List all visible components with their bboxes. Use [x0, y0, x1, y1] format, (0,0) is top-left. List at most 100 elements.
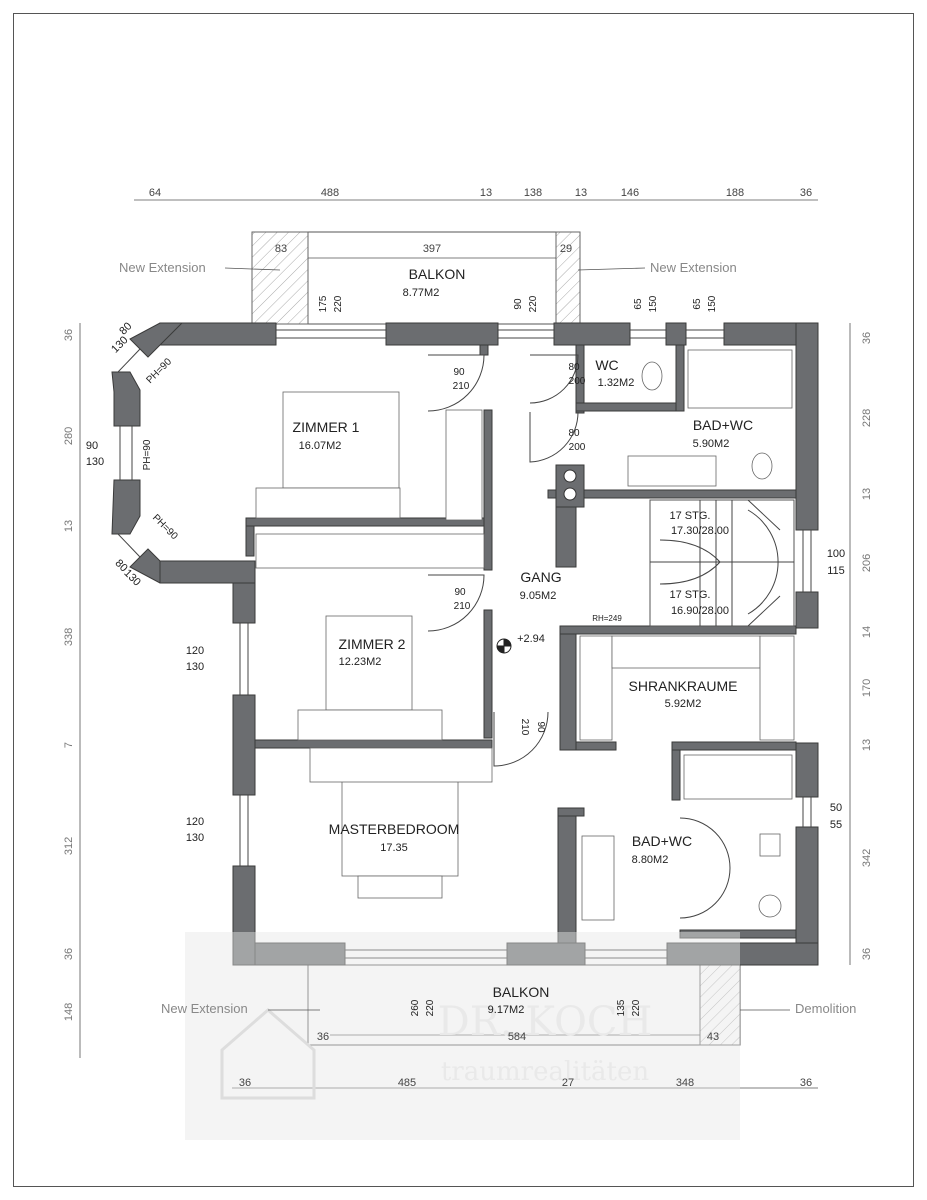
dimension-lines: [79, 199, 851, 1089]
room-area-masterbedroom: 17.35: [380, 842, 408, 854]
win-bay1-w: 80: [117, 320, 134, 337]
win-top2-w: 90: [513, 298, 524, 310]
right-dimensions: 36 228 13 206 14 170 13 342 36: [861, 332, 873, 960]
staircase: [649, 499, 795, 627]
dim-right-8: 342: [861, 849, 873, 867]
dim-right-5: 14: [861, 626, 873, 638]
note-new-extension-bottom: New Extension: [161, 1001, 248, 1016]
win-bad2-h: 55: [830, 819, 842, 831]
outer-walls: [111, 322, 819, 966]
dim-left-3: 13: [63, 520, 75, 532]
dim-balcony-bottom-3: 43: [707, 1031, 719, 1043]
win-bay2-h: 130: [86, 456, 104, 468]
stair-rh: RH=249: [592, 614, 622, 623]
interior-walls: [245, 344, 797, 944]
room-name-wc: WC: [595, 357, 618, 373]
door-wc-h: 200: [569, 376, 586, 387]
dim-right-9: 36: [861, 948, 873, 960]
drawing-frame: [13, 13, 914, 1187]
win-stair-h: 115: [827, 565, 845, 577]
shelf-right: [759, 635, 795, 741]
win-wc-w: 65: [633, 298, 644, 310]
win-stair-w: 100: [827, 548, 845, 560]
win-top2-h: 220: [528, 295, 539, 312]
door-zimmer1-w: 90: [453, 367, 465, 378]
door-zimmer2-h: 210: [454, 601, 471, 612]
door-bad1-h: 200: [569, 442, 586, 453]
door-zimmer2-w: 90: [454, 587, 466, 598]
room-name-shrankraume: SHRANKRAUME: [629, 678, 738, 694]
bathtub-bad-1: [687, 349, 793, 409]
door-wc-w: 80: [568, 362, 580, 373]
double-sink-bad-1: [627, 455, 717, 487]
door-master-w: 90: [535, 721, 546, 733]
room-area-balkon-bottom: 9.17M2: [488, 1004, 525, 1016]
win-top1-h: 220: [333, 295, 344, 312]
door-zimmer1-h: 210: [453, 381, 470, 392]
watermark-brand: DR. KOCH: [438, 999, 653, 1045]
dim-left-6: 312: [63, 837, 75, 855]
toilet-bad-1: [751, 452, 773, 480]
room-name-zimmer-1: ZIMMER 1: [293, 419, 360, 435]
room-name-bad-wc-1: BAD+WC: [693, 417, 753, 433]
room-labels: BALKON 8.77M2 WC 1.32M2 BAD+WC 5.90M2 ZI…: [293, 266, 754, 1016]
win-zimmer2-w: 120: [186, 645, 204, 657]
win-bottom1-h: 220: [425, 999, 436, 1016]
win-master-h: 130: [186, 832, 204, 844]
win-wc-h: 150: [648, 295, 659, 312]
win-bad2-w: 50: [830, 802, 842, 814]
dim-left-7: 36: [63, 948, 75, 960]
dim-right-6: 170: [861, 679, 873, 697]
dim-balcony-bottom-1: 36: [317, 1031, 329, 1043]
furniture: [255, 349, 795, 921]
bathtub-bad-2: [683, 754, 793, 800]
ph-bay-2: PH=90: [142, 439, 153, 470]
dim-bottom-2: 485: [398, 1077, 416, 1089]
bed-zimmer-1: [282, 391, 400, 489]
dim-bottom-5: 36: [800, 1077, 812, 1089]
dim-left-2: 280: [63, 427, 75, 445]
room-name-bad-wc-2: BAD+WC: [632, 833, 692, 849]
double-sink-bad-2: [581, 835, 615, 921]
extension-hatch-left: [251, 231, 309, 325]
dim-top-3: 13: [480, 187, 492, 199]
note-new-extension-right: New Extension: [650, 260, 737, 275]
top-dimensions: 64 488 13 138 13 146 188 36: [149, 187, 812, 199]
win-bad-w: 65: [692, 298, 703, 310]
stair-labels: 17 STG. 17.30/28.00 17 STG. 16.90/28.00 …: [592, 510, 729, 623]
room-area-zimmer-2: 12.23M2: [339, 656, 382, 668]
dim-bottom-3: 27: [562, 1077, 574, 1089]
room-area-balkon-top: 8.77M2: [403, 287, 440, 299]
watermark: DR. KOCH traumrealitäten: [185, 932, 740, 1140]
dim-top-2: 488: [321, 187, 339, 199]
win-bottom2-w: 135: [616, 999, 627, 1016]
dim-right-3: 13: [861, 488, 873, 500]
win-bottom1-w: 260: [410, 999, 421, 1016]
dim-left-1: 36: [63, 329, 75, 341]
note-demolition: Demolition: [795, 1001, 856, 1016]
win-bay1-h: 130: [109, 334, 130, 355]
door-master-h: 210: [519, 719, 530, 736]
dim-balcony-top-1: 83: [275, 243, 287, 255]
door-dimensions: 90 210 80 200 80 200 90 210 90 210: [453, 362, 586, 736]
room-area-shrankraume: 5.92M2: [665, 698, 702, 710]
dim-balcony-top-2: 397: [423, 243, 441, 255]
stair-lower-dims: 16.90/28.00: [671, 605, 729, 617]
dim-right-2: 228: [861, 409, 873, 427]
bottom-dimensions: 36 485 27 348 36: [239, 1077, 812, 1089]
ph-bay-3: PH=90: [150, 512, 180, 542]
room-name-zimmer-2: ZIMMER 2: [339, 636, 406, 652]
dim-left-8: 148: [63, 1003, 75, 1021]
dim-top-5: 13: [575, 187, 587, 199]
dim-bottom-1: 36: [239, 1077, 251, 1089]
doors: [427, 354, 731, 919]
win-master-w: 120: [186, 816, 204, 828]
balcony-dimensions: 83 397 29 36 584 43: [275, 243, 719, 1043]
win-zimmer2-h: 130: [186, 661, 204, 673]
win-bad-h: 150: [707, 295, 718, 312]
room-area-bad-wc-2: 8.80M2: [632, 854, 669, 866]
toilet-bad-2: [759, 833, 781, 857]
level-marker: [496, 638, 512, 654]
stair-upper-dims: 17.30/28.00: [671, 525, 729, 537]
